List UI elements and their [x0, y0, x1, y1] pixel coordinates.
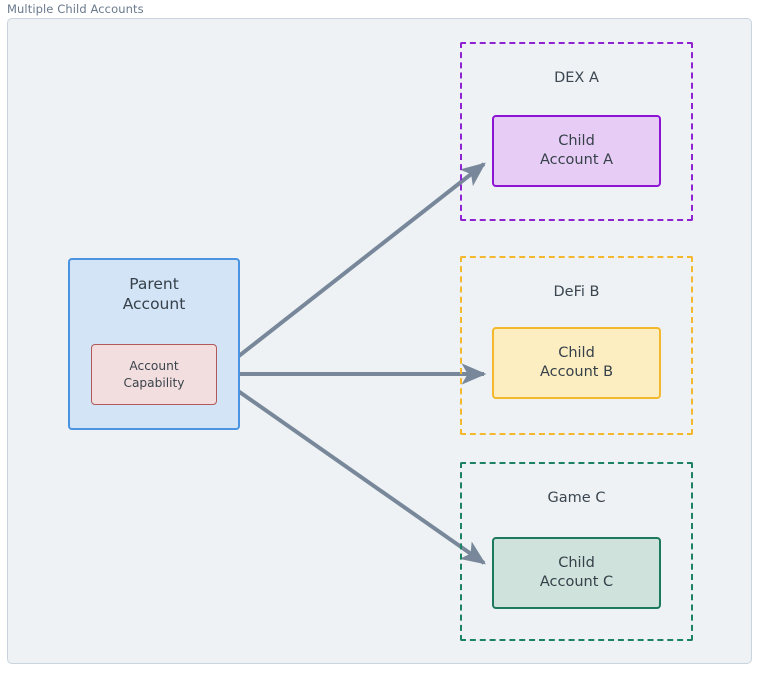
diagram-title: Multiple Child Accounts — [7, 2, 144, 16]
node-child-account-c[interactable]: Child Account C — [492, 537, 661, 609]
child-account-a-label-line2: Account A — [539, 152, 614, 168]
group-game-c: Game C — [460, 462, 693, 641]
node-child-account-a[interactable]: Child Account A — [492, 115, 661, 187]
account-capability-label-line1: Account — [129, 359, 179, 374]
group-dex-a-label: DEX A — [554, 70, 599, 86]
child-account-c-label-line1: Child — [558, 554, 595, 571]
group-defi-b-label: DeFi B — [553, 284, 600, 300]
child-account-b-label-line2: Account B — [539, 364, 614, 380]
parent-account-label-line1: Parent — [129, 275, 179, 293]
parent-account-label-line2: Account — [122, 295, 186, 314]
account-capability-label-line2: Capability — [123, 375, 185, 390]
child-account-a-label-line1: Child — [558, 132, 595, 149]
node-child-account-b[interactable]: Child Account B — [492, 327, 661, 399]
group-defi-b: DeFi B — [460, 256, 693, 435]
child-account-c-label-line2: Account C — [539, 574, 614, 590]
group-game-c-label: Game C — [547, 490, 606, 506]
node-account-capability[interactable]: Account Capability — [91, 344, 217, 405]
group-dex-a: DEX A — [460, 42, 693, 221]
child-account-b-label-line1: Child — [558, 344, 595, 361]
